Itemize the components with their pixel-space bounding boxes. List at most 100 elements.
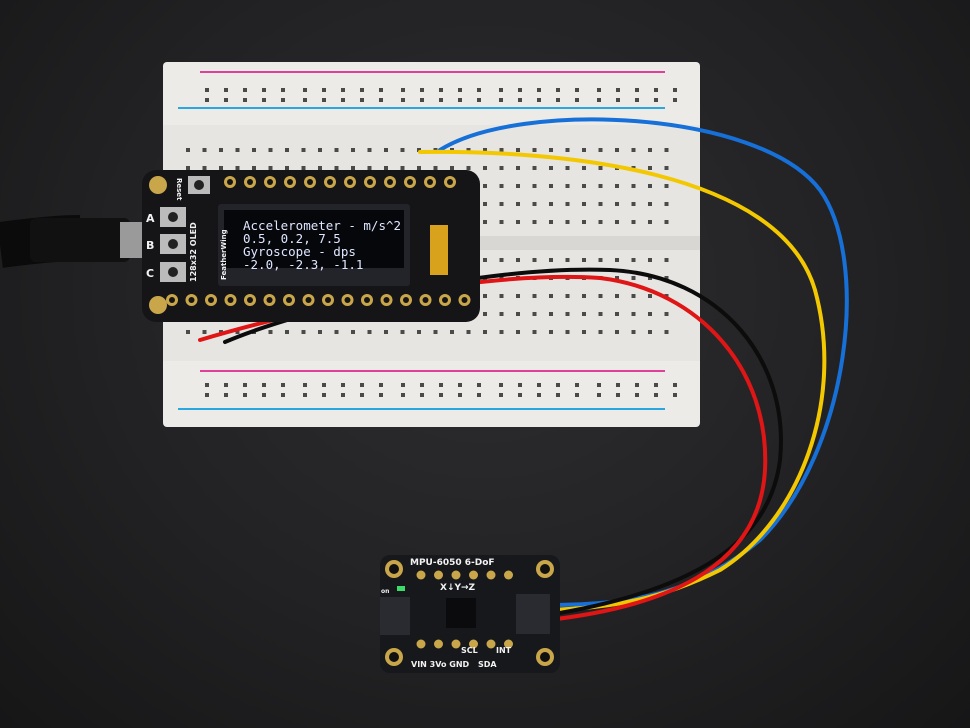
rail-hole — [303, 98, 307, 102]
terminal-hole — [466, 330, 471, 334]
terminal-hole — [301, 330, 306, 334]
rail-hole — [575, 383, 579, 387]
terminal-hole — [549, 148, 553, 152]
terminal-hole — [631, 220, 636, 224]
terminal-hole — [483, 258, 487, 262]
sensor-axes-label: X↓Y→Z — [440, 583, 476, 593]
rail-hole — [499, 383, 503, 387]
terminal-hole — [565, 166, 570, 170]
rail-hole — [281, 383, 285, 387]
rail-hole — [262, 88, 266, 92]
rail-hole — [379, 393, 383, 397]
terminal-hole — [499, 148, 504, 152]
sensor-pin — [416, 639, 426, 649]
terminal-hole — [268, 330, 273, 334]
terminal-hole — [483, 148, 487, 152]
rail-hole — [673, 98, 677, 102]
rail-hole — [477, 393, 481, 397]
terminal-hole — [202, 330, 207, 334]
button-c[interactable] — [160, 262, 186, 282]
rail-hole — [360, 98, 364, 102]
sensor-pin — [469, 639, 478, 649]
terminal-hole — [532, 184, 537, 188]
rail-hole — [205, 383, 209, 387]
imu-chip — [446, 598, 476, 628]
rail-hole — [597, 393, 601, 397]
rail-hole — [556, 98, 560, 102]
rail-hole — [654, 383, 658, 387]
terminal-hole — [631, 148, 636, 152]
terminal-hole — [631, 184, 636, 188]
oled-line-1: Accelerometer - m/s^2 — [243, 218, 401, 233]
terminal-hole — [631, 258, 636, 262]
header-pin-hole — [247, 179, 253, 185]
terminal-hole — [532, 166, 537, 170]
terminal-hole — [532, 220, 537, 224]
rail-hole — [341, 383, 345, 387]
oled-size-label: 128x32 OLED — [189, 222, 198, 282]
rail-hole — [439, 98, 443, 102]
terminal-hole — [648, 294, 652, 298]
terminal-hole — [400, 166, 405, 170]
rail-hole — [556, 393, 560, 397]
rail-hole — [205, 393, 209, 397]
rail-hole — [439, 88, 443, 92]
power-pins-label: VIN 3Vo GND — [411, 660, 470, 669]
terminal-hole — [417, 166, 421, 170]
rail-hole — [303, 393, 307, 397]
rail-hole — [635, 383, 639, 387]
terminal-hole — [499, 258, 504, 262]
terminal-hole — [598, 148, 603, 152]
header-pin-hole — [208, 297, 214, 303]
rail-hole — [281, 98, 285, 102]
terminal-hole — [433, 330, 438, 334]
rail-hole — [458, 88, 462, 92]
terminal-hole — [318, 148, 322, 152]
mounting-hole — [149, 176, 167, 194]
terminal-hole — [582, 148, 586, 152]
terminal-hole — [582, 330, 586, 334]
terminal-hole — [499, 202, 504, 206]
rail-hole — [303, 88, 307, 92]
terminal-hole — [664, 166, 669, 170]
rail-hole — [575, 393, 579, 397]
terminal-hole — [615, 220, 619, 224]
header-pin-hole — [227, 179, 233, 185]
rail-hole — [243, 393, 247, 397]
rail-hole — [499, 98, 503, 102]
rail-hole — [341, 88, 345, 92]
terminal-hole — [334, 330, 339, 334]
header-pin-hole — [403, 297, 409, 303]
terminal-hole — [565, 220, 570, 224]
terminal-hole — [664, 312, 669, 316]
terminal-hole — [615, 184, 619, 188]
button-a[interactable] — [160, 207, 186, 227]
terminal-hole — [384, 330, 388, 334]
rail-hole — [420, 383, 424, 387]
mounting-hole-center — [540, 564, 550, 574]
terminal-hole — [483, 294, 487, 298]
rail-hole — [360, 383, 364, 387]
terminal-hole — [648, 312, 652, 316]
terminal-hole — [367, 330, 372, 334]
terminal-hole — [598, 258, 603, 262]
rail-hole — [322, 98, 326, 102]
terminal-hole — [549, 330, 553, 334]
terminal-hole — [186, 166, 190, 170]
featherwing-oled-board: Accelerometer - m/s^2 0.5, 0.2, 7.5 Gyro… — [142, 170, 480, 322]
rail-hole — [537, 383, 541, 387]
button-b[interactable] — [160, 234, 186, 254]
reset-button[interactable] — [188, 176, 210, 194]
header-pin-hole — [267, 179, 273, 185]
terminal-hole — [516, 294, 520, 298]
sensor-pin — [434, 639, 443, 649]
rail-hole — [379, 98, 383, 102]
terminal-hole — [598, 166, 603, 170]
terminal-hole — [549, 258, 553, 262]
terminal-hole — [301, 166, 306, 170]
stemma-connector-right — [516, 594, 550, 634]
mounting-hole — [149, 296, 167, 314]
rail-hole — [597, 98, 601, 102]
terminal-hole — [417, 148, 421, 152]
